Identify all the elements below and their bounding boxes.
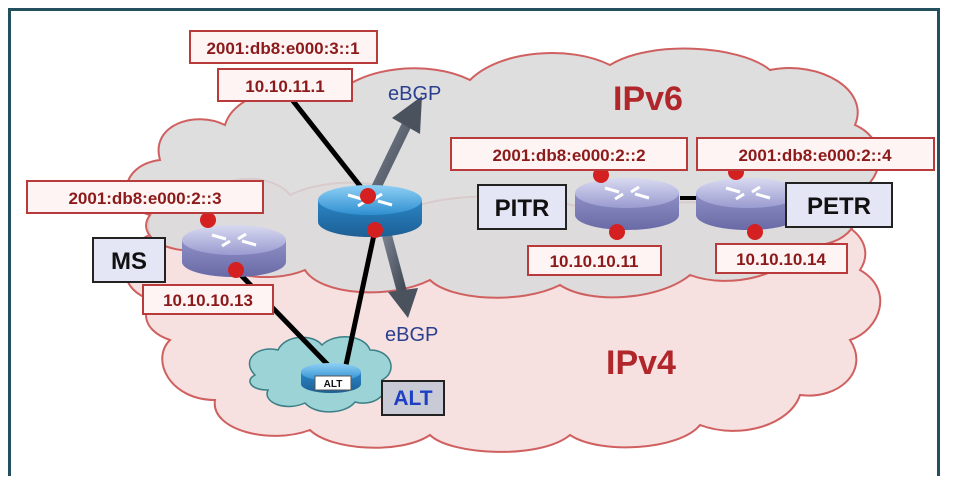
ms-ipv4-box: 10.10.10.13 — [142, 284, 274, 315]
petr-ipv6-box: 2001:db8:e000:2::4 — [696, 137, 935, 171]
center-ipv6-box: 2001:db8:e000:3::1 — [189, 30, 378, 64]
petr-interface-dot-bottom — [747, 224, 763, 240]
center-ipv6-address: 2001:db8:e000:3::1 — [206, 39, 359, 58]
center-interface-dot-top — [360, 188, 376, 204]
center-router[interactable] — [318, 185, 422, 238]
ebgp-arrow-up — [370, 96, 422, 193]
petr-ipv4-box: 10.10.10.14 — [715, 243, 848, 274]
router-arrows-icon — [604, 185, 650, 201]
ipv6-label: IPv6 — [613, 80, 683, 118]
pitr-ipv6-box: 2001:db8:e000:2::2 — [450, 137, 688, 171]
pitr-router[interactable] — [575, 167, 679, 240]
link-center-alt — [343, 229, 378, 366]
petr-name: PETR — [807, 193, 871, 220]
alt-router-label: ALT — [324, 379, 343, 390]
ms-ipv6-box: 2001:db8:e000:2::3 — [26, 180, 264, 214]
router-arrows-icon — [211, 232, 257, 248]
ms-name: MS — [111, 248, 147, 275]
pitr-ipv4-address: 10.10.10.11 — [550, 252, 639, 271]
alt-name-tag: ALT — [381, 380, 445, 416]
alt-name: ALT — [393, 387, 432, 410]
ms-interface-dot-top — [200, 212, 216, 228]
ebgp-label-lower: eBGP — [385, 324, 438, 346]
alt-router[interactable]: ALT — [301, 363, 361, 393]
ms-interface-dot-bottom — [228, 262, 244, 278]
ipv4-label: IPv4 — [606, 344, 676, 382]
ms-ipv4-address: 10.10.10.13 — [163, 291, 253, 310]
ebgp-label-upper: eBGP — [388, 83, 441, 105]
router-arrows-icon — [725, 185, 771, 201]
alt-router-label-box — [314, 375, 352, 391]
center-ipv4-box: 10.10.11.1 — [217, 68, 353, 102]
petr-ipv6-address: 2001:db8:e000:2::4 — [738, 146, 892, 165]
link-center-ipv6 — [284, 90, 370, 198]
center-ipv4-address: 10.10.11.1 — [245, 77, 324, 96]
router-arrows-icon — [347, 192, 393, 208]
pitr-ipv6-address: 2001:db8:e000:2::2 — [492, 146, 645, 165]
petr-name-tag: PETR — [785, 182, 893, 228]
pitr-interface-dot-bottom — [609, 224, 625, 240]
ms-name-tag: MS — [92, 237, 166, 283]
petr-ipv4-address: 10.10.10.14 — [736, 250, 826, 269]
pitr-name-tag: PITR — [477, 184, 567, 230]
ms-router[interactable] — [182, 212, 286, 278]
petr-router[interactable] — [696, 164, 800, 240]
pitr-name: PITR — [495, 195, 550, 222]
center-interface-dot-bottom — [367, 222, 383, 238]
ms-ipv6-address: 2001:db8:e000:2::3 — [68, 189, 221, 208]
diagram-frame — [8, 8, 940, 476]
ebgp-arrow-down — [380, 226, 418, 318]
pitr-ipv4-box: 10.10.10.11 — [527, 245, 662, 276]
